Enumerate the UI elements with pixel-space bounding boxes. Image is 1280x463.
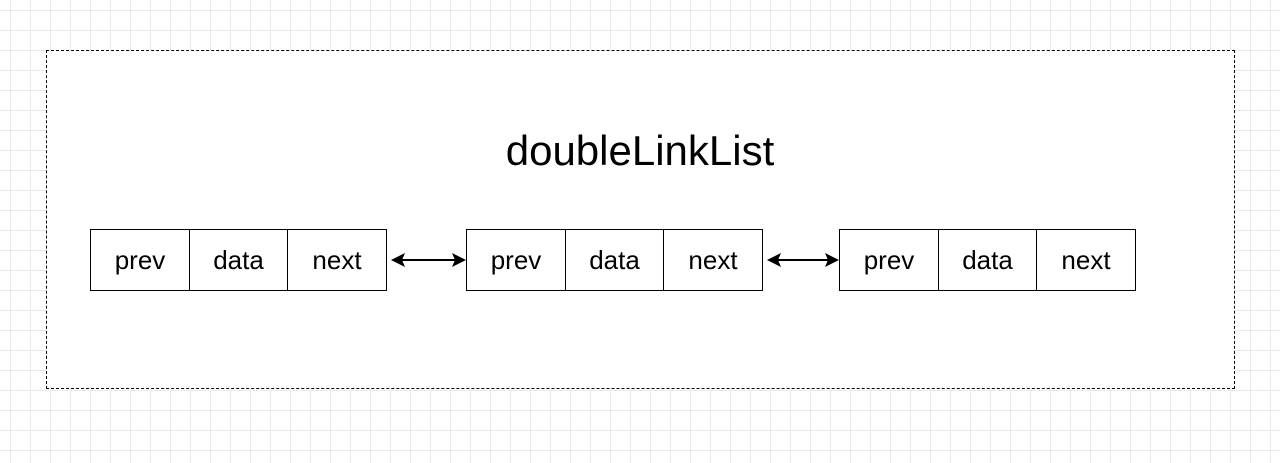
node-1-data-field: data <box>188 229 289 291</box>
list-node-3: prev data next <box>839 229 1136 291</box>
diagram-title: doubleLinkList <box>505 127 775 174</box>
arrow-2-right-head <box>825 253 839 267</box>
list-node-1: prev data next <box>90 229 387 291</box>
list-node-2: prev data next <box>466 229 763 291</box>
arrow-2-left-head <box>767 253 781 267</box>
node-2-next-field: next <box>663 229 763 291</box>
node-2-data-field: data <box>564 229 665 291</box>
node-3-next-field: next <box>1036 229 1136 291</box>
node-2-prev-field: prev <box>466 229 566 291</box>
arrow-1-left-head <box>391 253 405 267</box>
node-3-prev-field: prev <box>839 229 939 291</box>
node-3-data-field: data <box>937 229 1038 291</box>
node-1-prev-field: prev <box>90 229 190 291</box>
bidirectional-arrow-2 <box>767 253 839 267</box>
arrow-1-right-head <box>452 253 466 267</box>
node-1-next-field: next <box>287 229 387 291</box>
list-container-dashed-frame <box>46 50 1235 389</box>
bidirectional-arrow-1 <box>391 253 466 267</box>
